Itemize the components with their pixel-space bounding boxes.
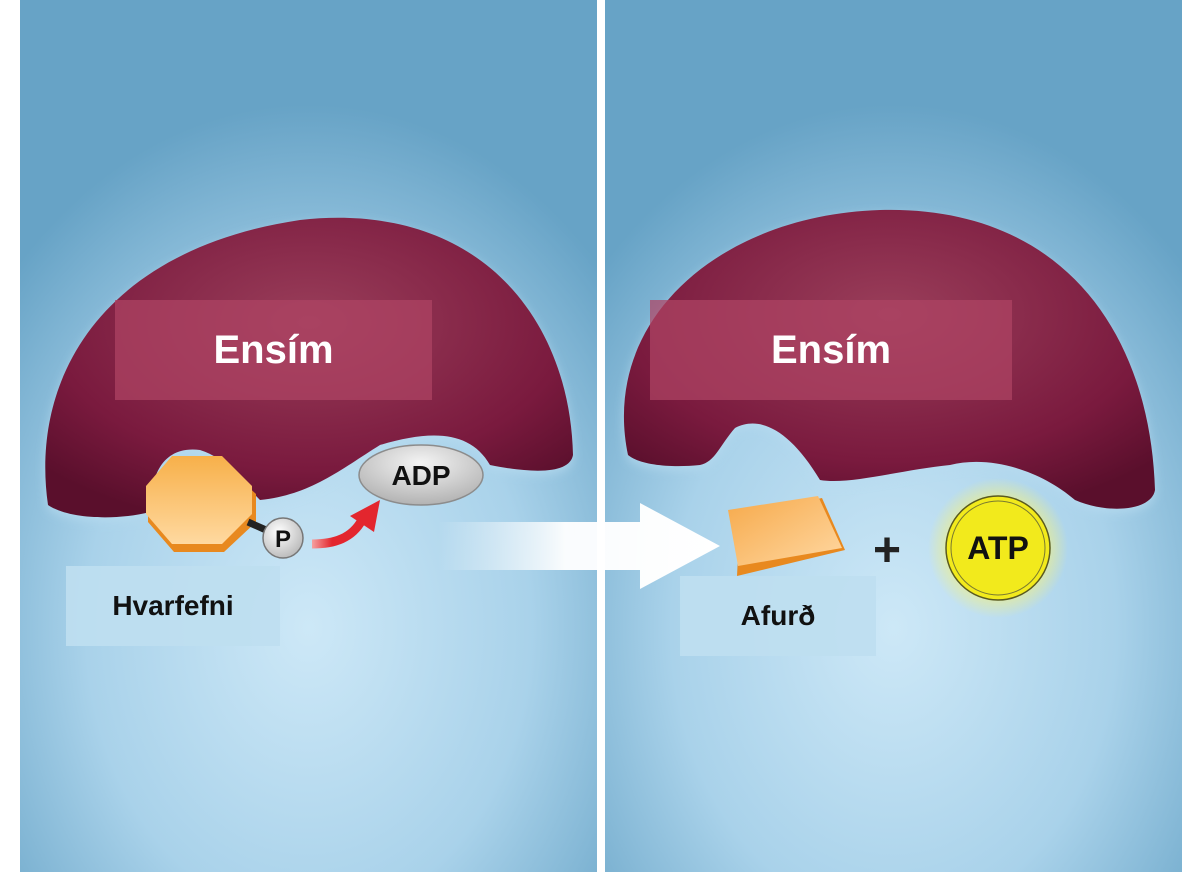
substrate-label: Hvarfefni [66,566,280,646]
plus-sign: + [873,524,901,577]
atp-label: ATP [967,530,1029,566]
transition-arrow [438,503,720,589]
enzyme-label-left: Ensím [115,300,432,400]
red-arrowhead [350,500,380,532]
phosphate-icon: P [262,517,304,559]
phosphate-bond [246,518,268,534]
red-curved-arrow [311,517,366,549]
adp-label: ADP [391,460,450,491]
phosphate-label: P [275,526,291,553]
enzyme-label-right: Ensím [650,300,1012,400]
atp-molecule: ATP [928,478,1068,618]
product-square [728,496,845,576]
adp-molecule: ADP [358,444,484,506]
product-label: Afurð [680,576,876,656]
substrate-octagon [146,456,256,552]
